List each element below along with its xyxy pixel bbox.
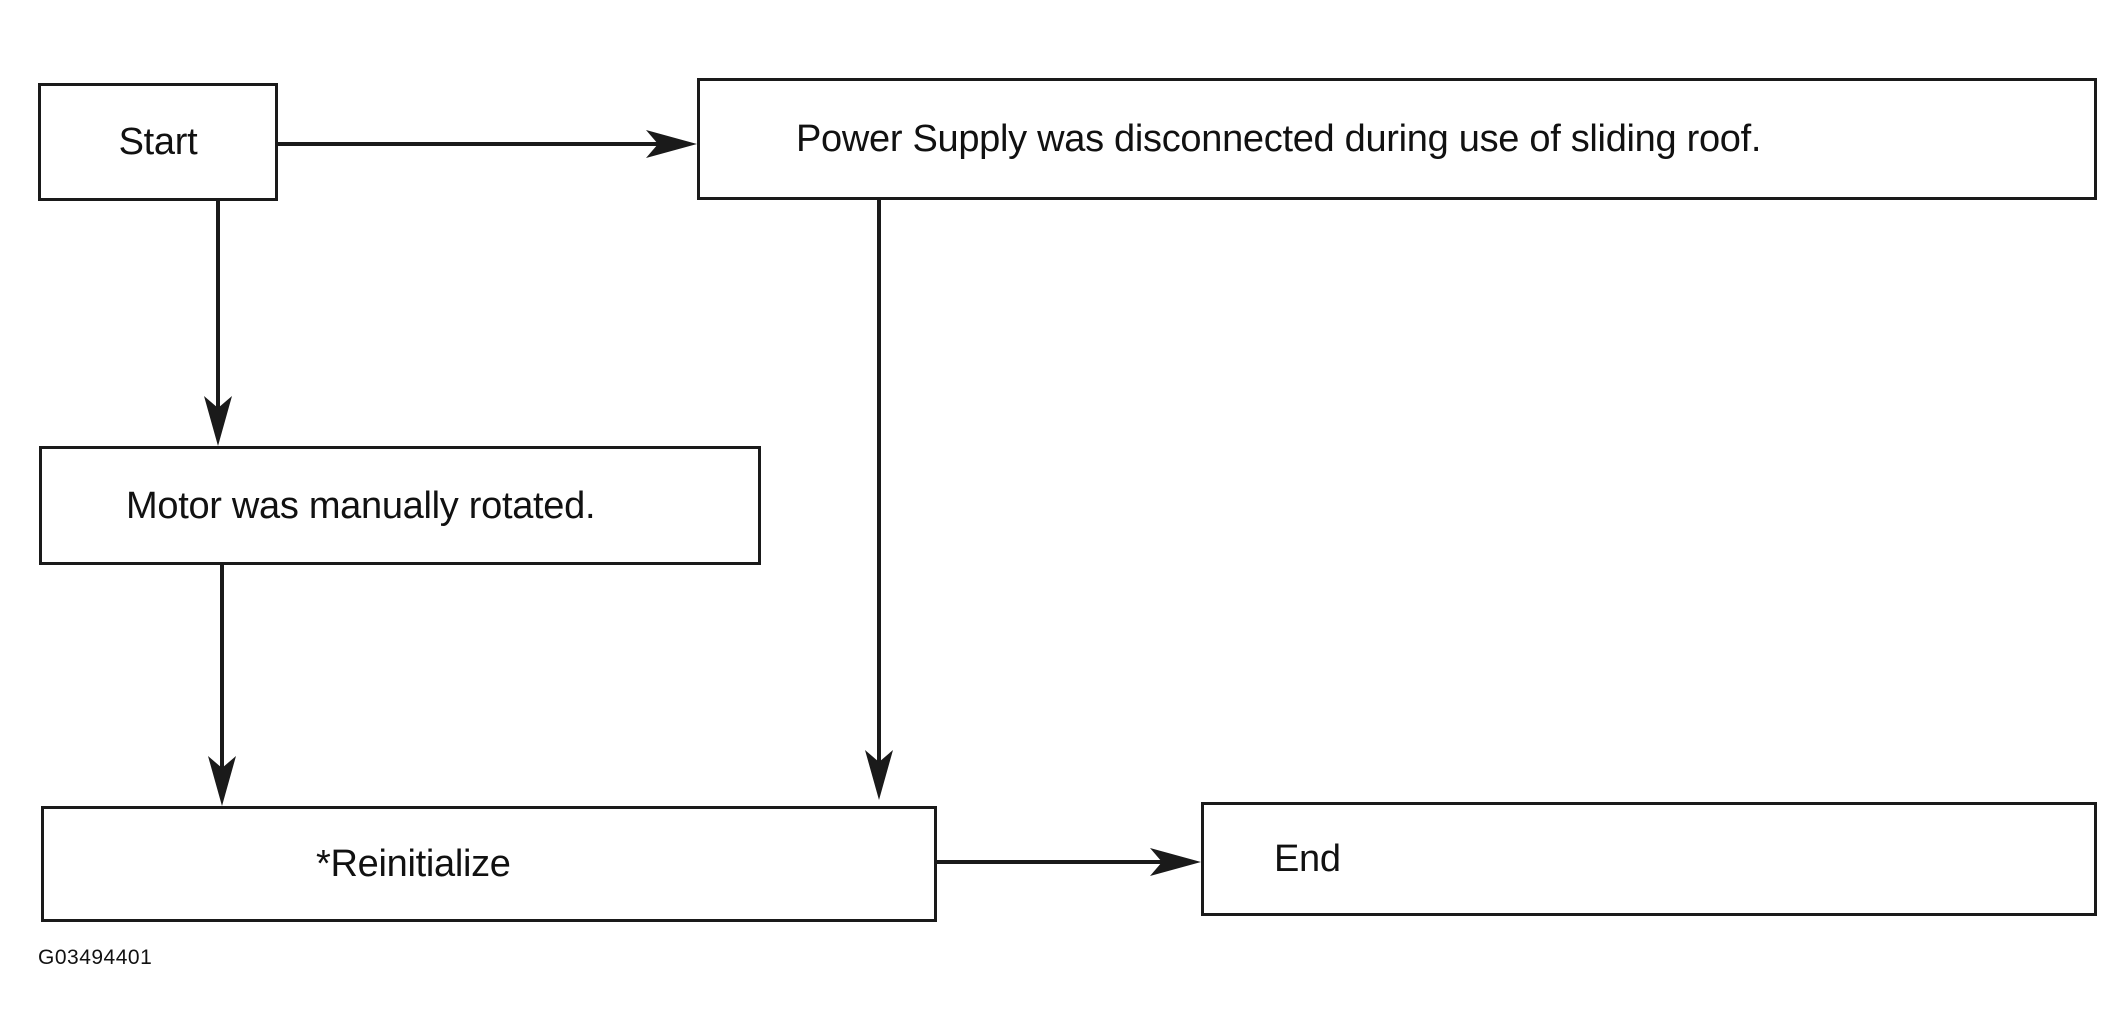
arrowhead-right-icon (646, 130, 697, 158)
reinitialize-box: *Reinitialize (41, 806, 937, 922)
motor-label: Motor was manually rotated. (126, 484, 596, 527)
reinitialize-label: *Reinitialize (316, 843, 511, 885)
arrowhead-down-icon (865, 750, 893, 800)
motor-box: Motor was manually rotated. (39, 446, 761, 565)
power-supply-label: Power Supply was disconnected during use… (796, 118, 1762, 160)
figure-code: G03494401 (38, 946, 153, 969)
power-supply-box: Power Supply was disconnected during use… (697, 78, 2097, 200)
end-box: End (1201, 802, 2097, 916)
start-label: Start (118, 121, 198, 163)
arrowhead-down-icon (204, 396, 232, 446)
end-label: End (1274, 838, 1341, 880)
arrowhead-down-icon (208, 756, 236, 806)
start-box: Start (38, 83, 278, 201)
arrowhead-right-icon (1150, 848, 1201, 876)
